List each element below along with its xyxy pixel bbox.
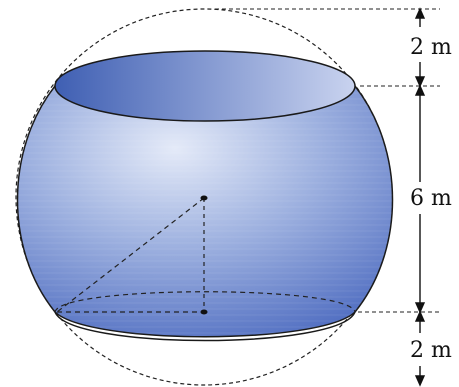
barrel-texture [17, 86, 393, 337]
dimension-label-top: 2 m [410, 35, 452, 60]
top-opening [54, 50, 356, 122]
bottom-ellipse-hidden [54, 291, 356, 313]
base-center-point [200, 309, 208, 315]
dimension-label-middle: 6 m [410, 186, 452, 211]
dimension-label-bottom: 2 m [410, 338, 452, 363]
bottom-ellipse-front [54, 311, 356, 342]
dimension-arrows [414, 7, 426, 387]
radius-line [56, 197, 205, 313]
center-point [200, 195, 208, 201]
